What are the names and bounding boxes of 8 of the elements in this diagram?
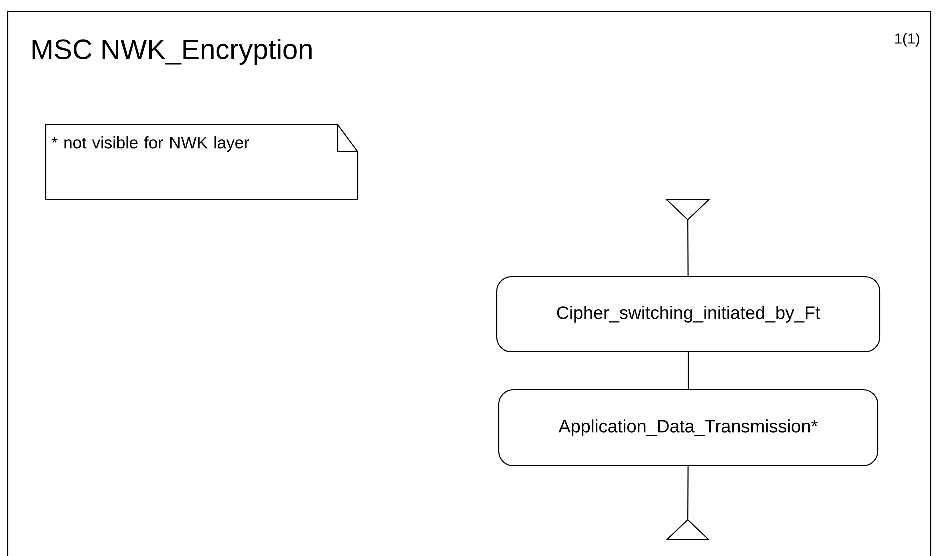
- diagram-title: MSC NWK_Encryption: [32, 38, 312, 66]
- reference-box: Application_Data_Transmission*: [498, 389, 879, 467]
- reference-box: Cipher_switching_initiated_by_Ft: [496, 276, 881, 353]
- connector-line: [688, 466, 689, 520]
- page-number: 1(1): [896, 33, 920, 47]
- connector-line: [688, 352, 690, 390]
- comment-note: * not visible for NWK layer: [45, 124, 359, 201]
- connector-line: [688, 220, 689, 276]
